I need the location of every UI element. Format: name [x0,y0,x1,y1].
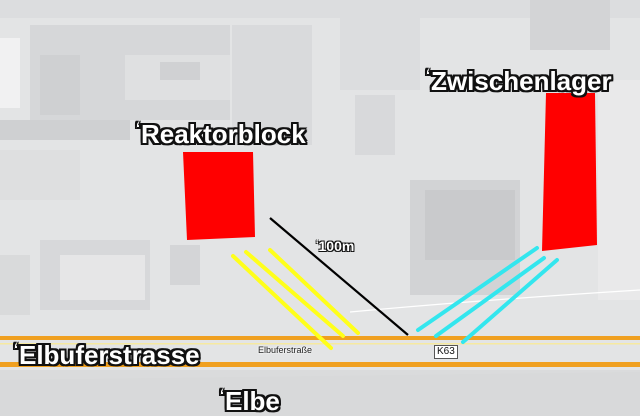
label-pin-icon: ʻ [136,121,140,137]
label-text: Elbe [224,386,280,416]
yellow-path-3 [268,248,360,335]
yellow-paths[interactable] [231,248,360,350]
reaktorblock-building[interactable] [183,152,255,240]
label-text: Reaktorblock [140,119,306,149]
label-text: Zwischenlager [430,66,612,96]
cyan-path-3 [461,258,559,344]
label-zwischenlager: ʻZwischenlager [426,66,612,97]
label-pin-icon: ʻ [426,68,430,84]
measure-label: ʻ100m [316,238,354,254]
yellow-path-1 [231,254,333,350]
route-shield-k63: K63 [434,345,458,359]
cyan-paths[interactable] [416,246,559,344]
label-pin-icon: ʻ [14,342,18,358]
cyan-path-1 [416,246,539,332]
measure-line[interactable] [269,217,409,336]
zwischenlager-building[interactable] [542,93,597,251]
label-text: Elbuferstrasse [18,340,200,370]
label-reaktorblock: ʻReaktorblock [136,119,306,150]
label-pin-icon: ʻ [316,239,319,249]
measure-value: 100m [318,238,355,254]
road-name-elbuferstrasse: Elbuferstraße [258,345,313,355]
cyan-path-2 [434,256,546,338]
yellow-path-2 [244,250,345,338]
label-pin-icon: ʻ [220,388,224,404]
label-elbe: ʻElbe [220,386,280,416]
label-elbuferstrasse: ʻElbuferstrasse [14,340,200,371]
